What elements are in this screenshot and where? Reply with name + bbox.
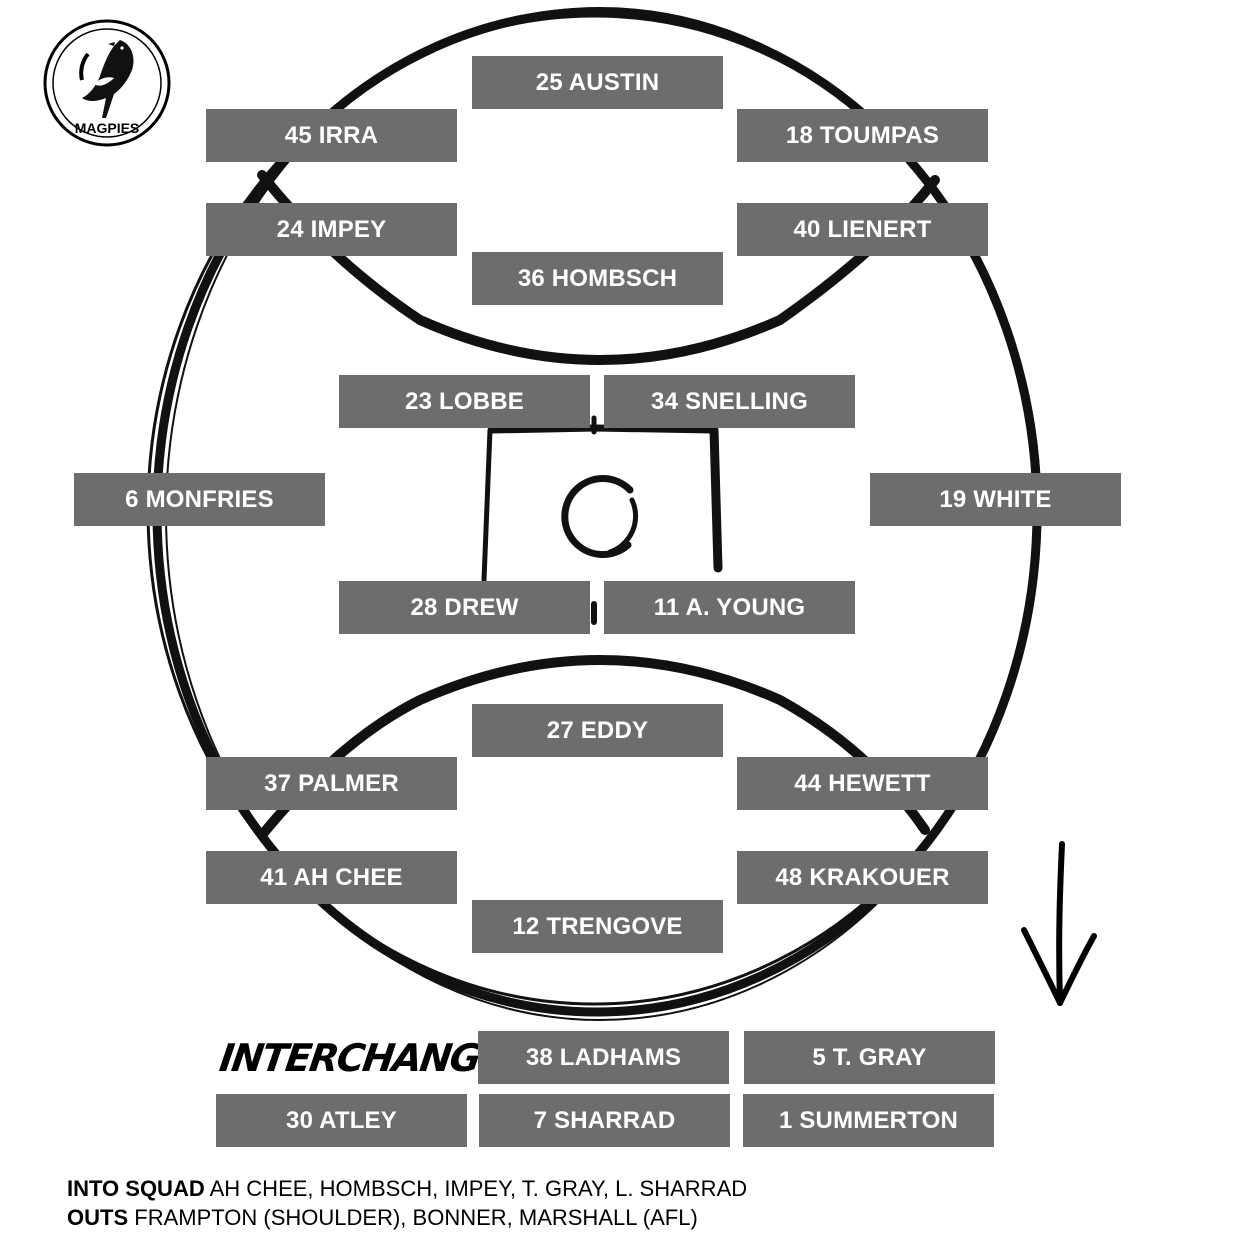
player-box: 34 SNELLING xyxy=(604,375,855,428)
arrow-down-icon xyxy=(1021,841,1097,1006)
player-box: 24 IMPEY xyxy=(206,203,457,256)
interchange-player-box: 1 SUMMERTON xyxy=(743,1094,994,1147)
player-box: 25 AUSTIN xyxy=(472,56,723,109)
player-box: 18 TOUMPAS xyxy=(737,109,988,162)
interchange-player-box: 5 T. GRAY xyxy=(744,1031,995,1084)
into-squad-line: INTO SQUAD AH CHEE, HOMBSCH, IMPEY, T. G… xyxy=(67,1176,747,1202)
player-box: 12 TRENGOVE xyxy=(472,900,723,953)
player-box: 19 WHITE xyxy=(870,473,1121,526)
player-box: 27 EDDY xyxy=(472,704,723,757)
player-box: 44 HEWETT xyxy=(737,757,988,810)
player-box: 41 AH CHEE xyxy=(206,851,457,904)
magpie-logo-icon: MAGPIES xyxy=(43,19,171,147)
player-box: 28 DREW xyxy=(339,581,590,634)
interchange-player-box: 7 SHARRAD xyxy=(479,1094,730,1147)
interchange-title: INTERCHANGE xyxy=(216,1036,507,1080)
player-box: 6 MONFRIES xyxy=(74,473,325,526)
player-box: 36 HOMBSCH xyxy=(472,252,723,305)
outs-label: OUTS xyxy=(67,1205,129,1230)
logo-name: MAGPIES xyxy=(75,120,140,136)
interchange-player-box: 38 LADHAMS xyxy=(478,1031,729,1084)
outs-value: FRAMPTON (SHOULDER), BONNER, MARSHALL (A… xyxy=(134,1205,698,1230)
outs-line: OUTS FRAMPTON (SHOULDER), BONNER, MARSHA… xyxy=(67,1205,698,1231)
player-box: 37 PALMER xyxy=(206,757,457,810)
interchange-player-box: 30 ATLEY xyxy=(216,1094,467,1147)
player-box: 11 A. YOUNG xyxy=(604,581,855,634)
player-box: 48 KRAKOUER xyxy=(737,851,988,904)
player-box: 45 IRRA xyxy=(206,109,457,162)
into-squad-value: AH CHEE, HOMBSCH, IMPEY, T. GRAY, L. SHA… xyxy=(209,1176,748,1201)
player-box: 23 LOBBE xyxy=(339,375,590,428)
into-squad-label: INTO SQUAD xyxy=(67,1176,205,1201)
player-box: 40 LIENERT xyxy=(737,203,988,256)
